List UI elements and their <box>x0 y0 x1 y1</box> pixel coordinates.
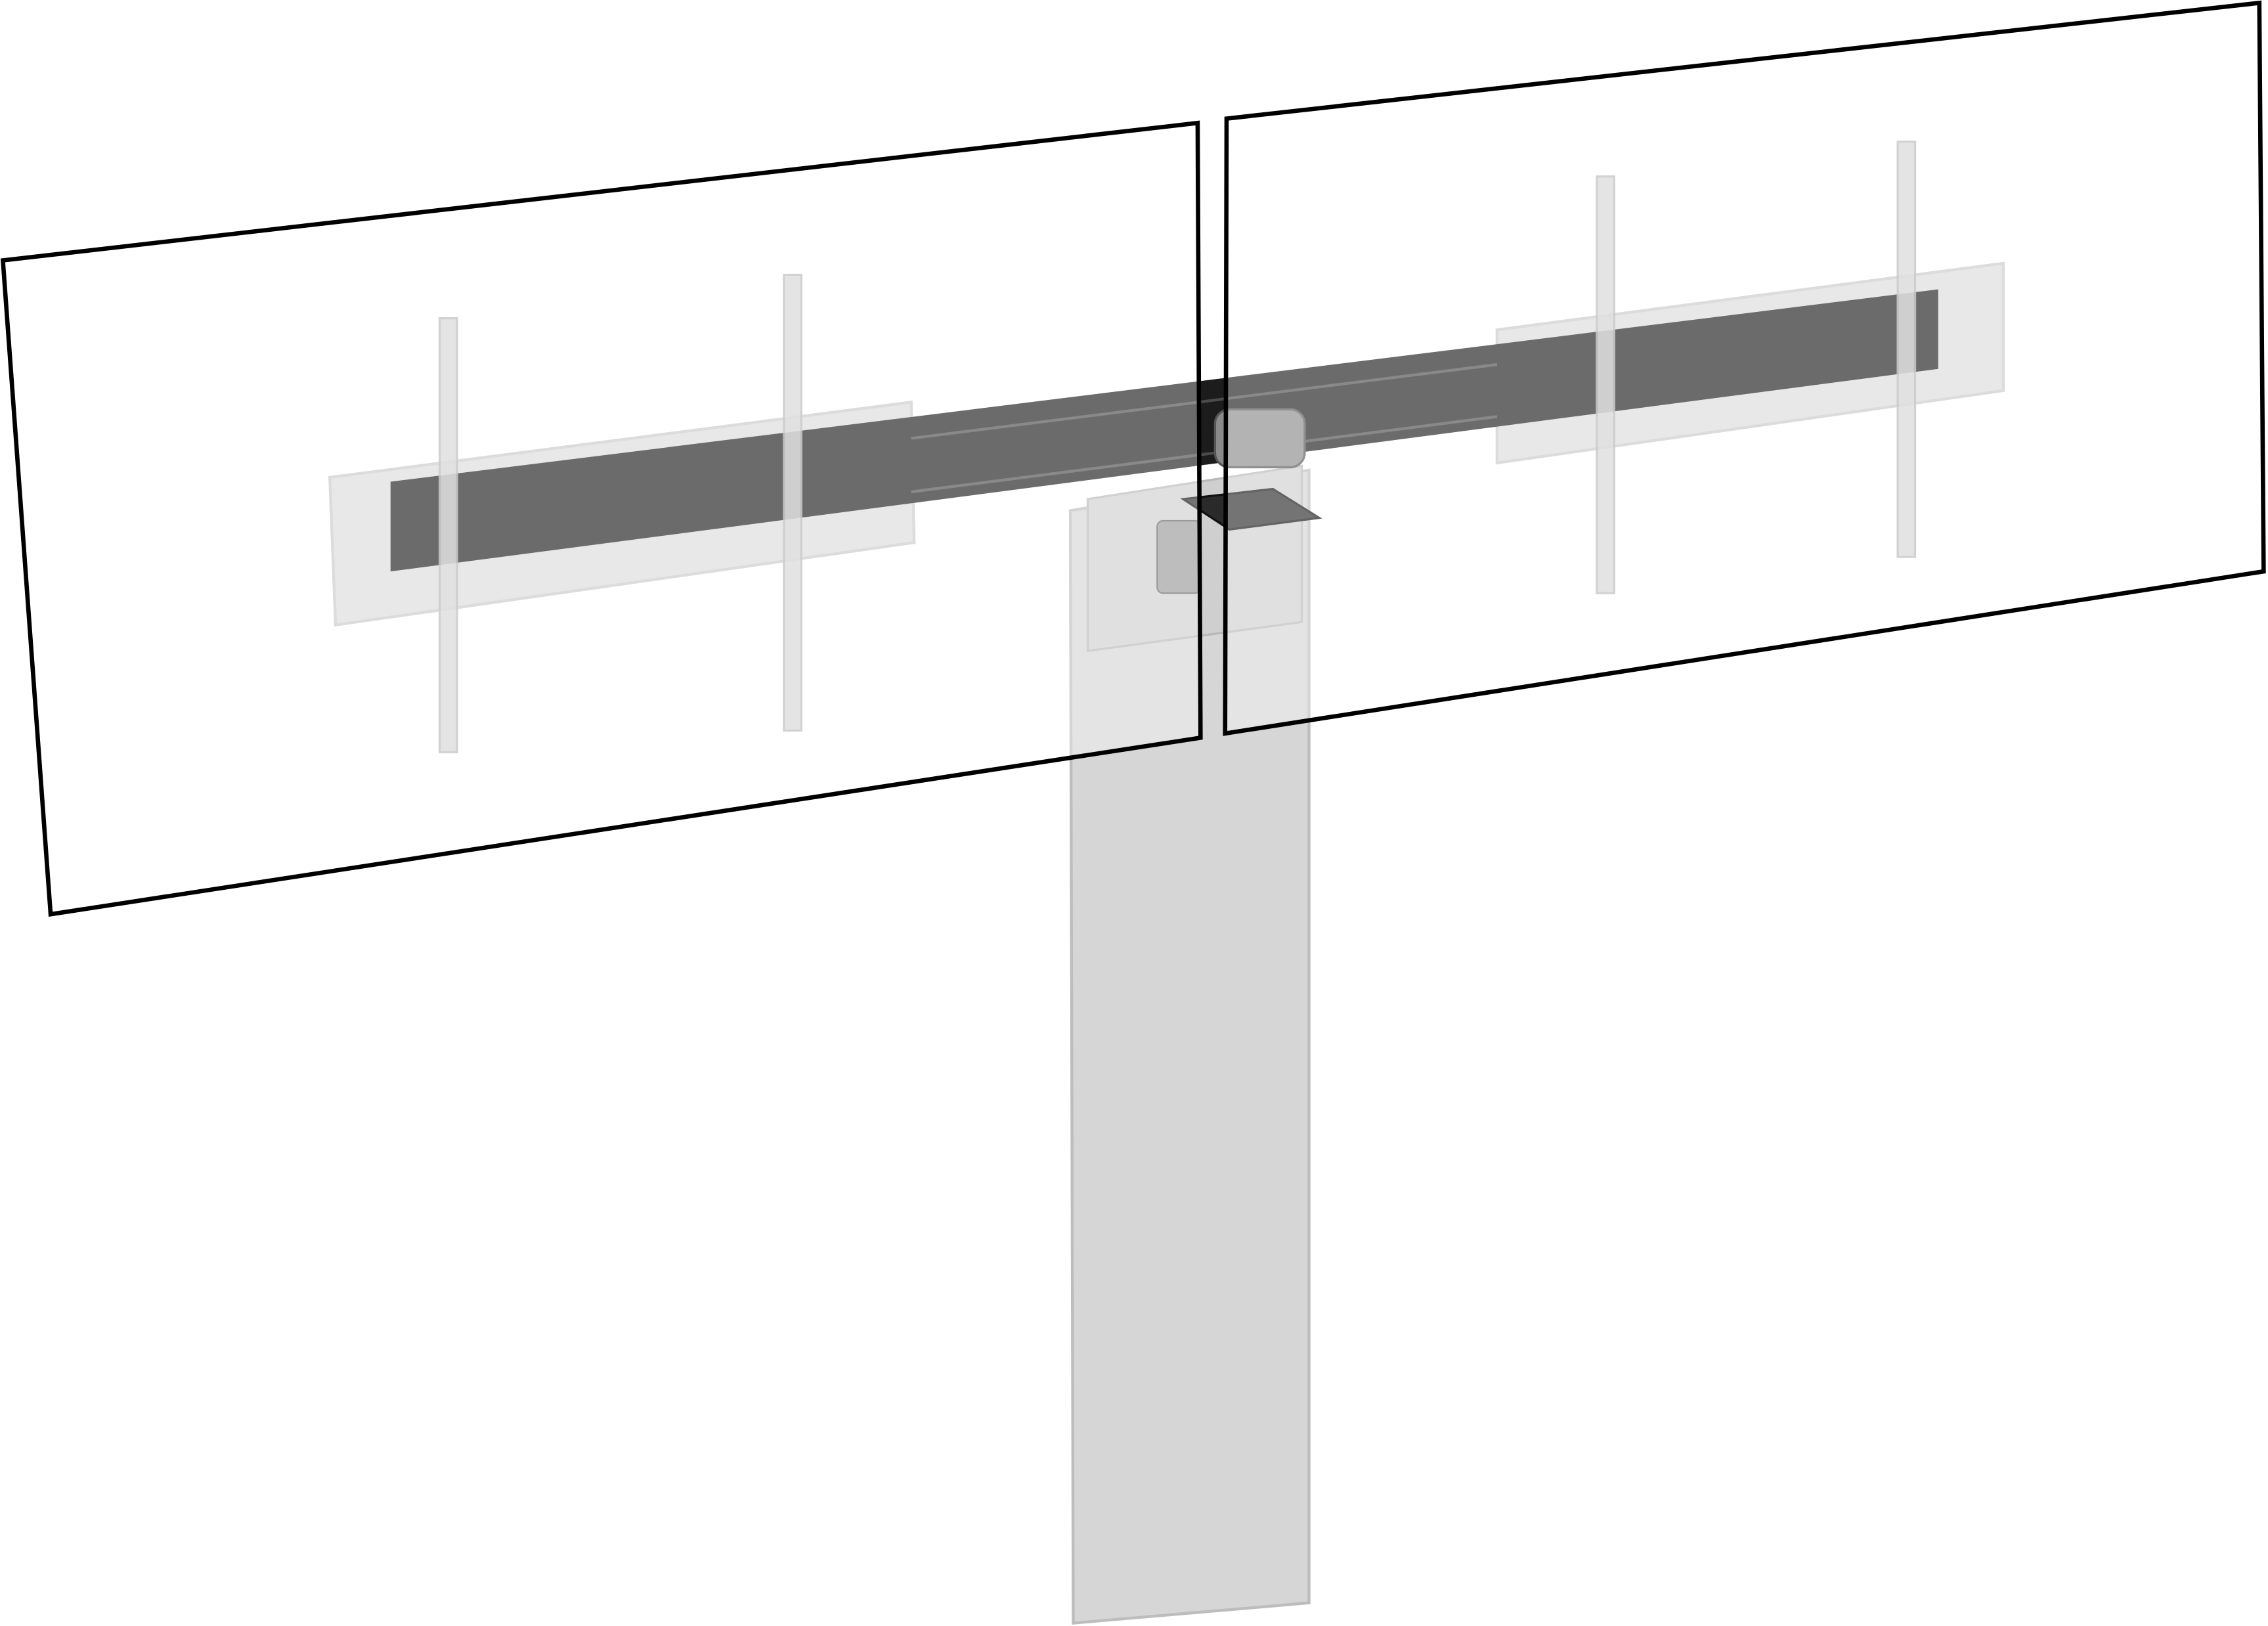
rail-groove <box>911 363 1498 440</box>
vertical-arm <box>783 273 803 732</box>
left-display-outline <box>0 120 1203 917</box>
horizontal-rail <box>390 289 1938 572</box>
vertical-arm <box>1896 141 1917 558</box>
camera-shelf <box>1180 487 1322 531</box>
vertical-arm <box>1596 175 1615 594</box>
vertical-arm <box>439 317 458 754</box>
rail-groove <box>911 415 1498 494</box>
right-display-outline <box>1223 0 2266 736</box>
left-vertical-arms <box>439 273 803 754</box>
camera-body <box>1213 408 1306 469</box>
right-vertical-arms <box>1596 141 1917 594</box>
